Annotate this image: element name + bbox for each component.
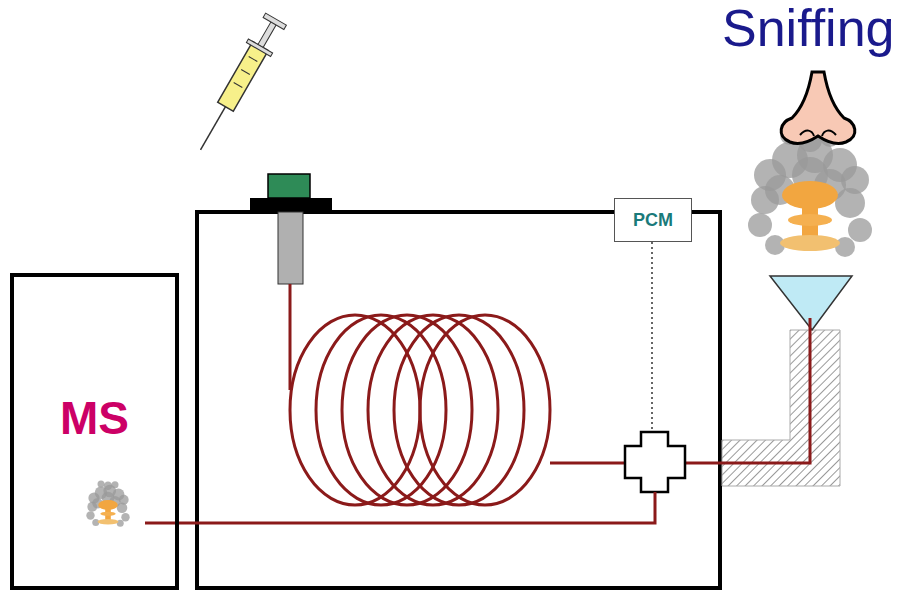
column-line <box>685 318 810 463</box>
splitter-cross <box>625 432 685 492</box>
analyte-cloud <box>86 481 129 527</box>
node-label: MS <box>60 391 129 445</box>
capillary-column <box>290 284 625 505</box>
ms-box: MS <box>16 279 173 584</box>
nose <box>781 72 855 143</box>
node-label: PCM <box>633 210 673 231</box>
liner <box>278 212 303 284</box>
septum-cap <box>268 174 310 198</box>
oven-housing <box>197 212 720 588</box>
syringe <box>188 12 288 157</box>
injector-plate <box>250 198 332 212</box>
ms-transfer-line <box>145 492 655 523</box>
pcm-line <box>651 242 653 432</box>
odor-cloud <box>748 125 872 257</box>
pcm-box: PCM <box>614 198 692 242</box>
title-label: Sniffing <box>722 0 895 58</box>
ms-housing <box>12 275 177 588</box>
